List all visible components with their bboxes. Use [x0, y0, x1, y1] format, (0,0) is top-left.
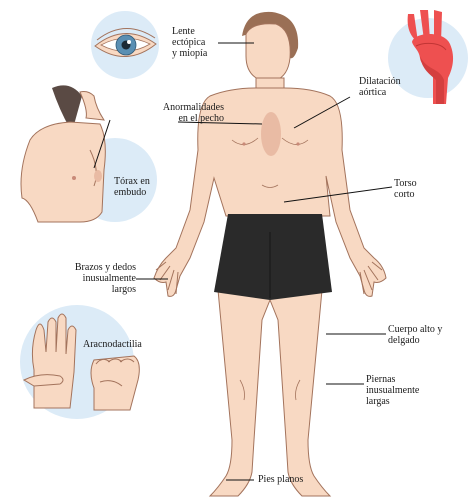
label-anormalidades: Anormalidades en el pecho — [116, 102, 224, 124]
hands-inset — [20, 305, 139, 419]
label-pies: Pies planos — [258, 474, 303, 485]
label-dilatacion: Dilatación aórtica — [359, 76, 401, 98]
shorts — [214, 214, 332, 300]
label-aracnodactilia: Aracnodactilia — [83, 339, 142, 350]
label-torso: Torso corto — [394, 178, 417, 200]
eye-inset — [91, 11, 159, 79]
label-brazos: Brazos y dedos inusualmente largos — [24, 262, 136, 295]
label-torax: Tórax en embudo — [114, 176, 150, 198]
label-cuerpo: Cuerpo alto y delgado — [388, 324, 442, 346]
label-piernas: Piernas inusualmente largas — [366, 374, 419, 407]
label-lente: Lente ectópica y miopía — [172, 26, 207, 59]
body-figure — [154, 12, 386, 496]
